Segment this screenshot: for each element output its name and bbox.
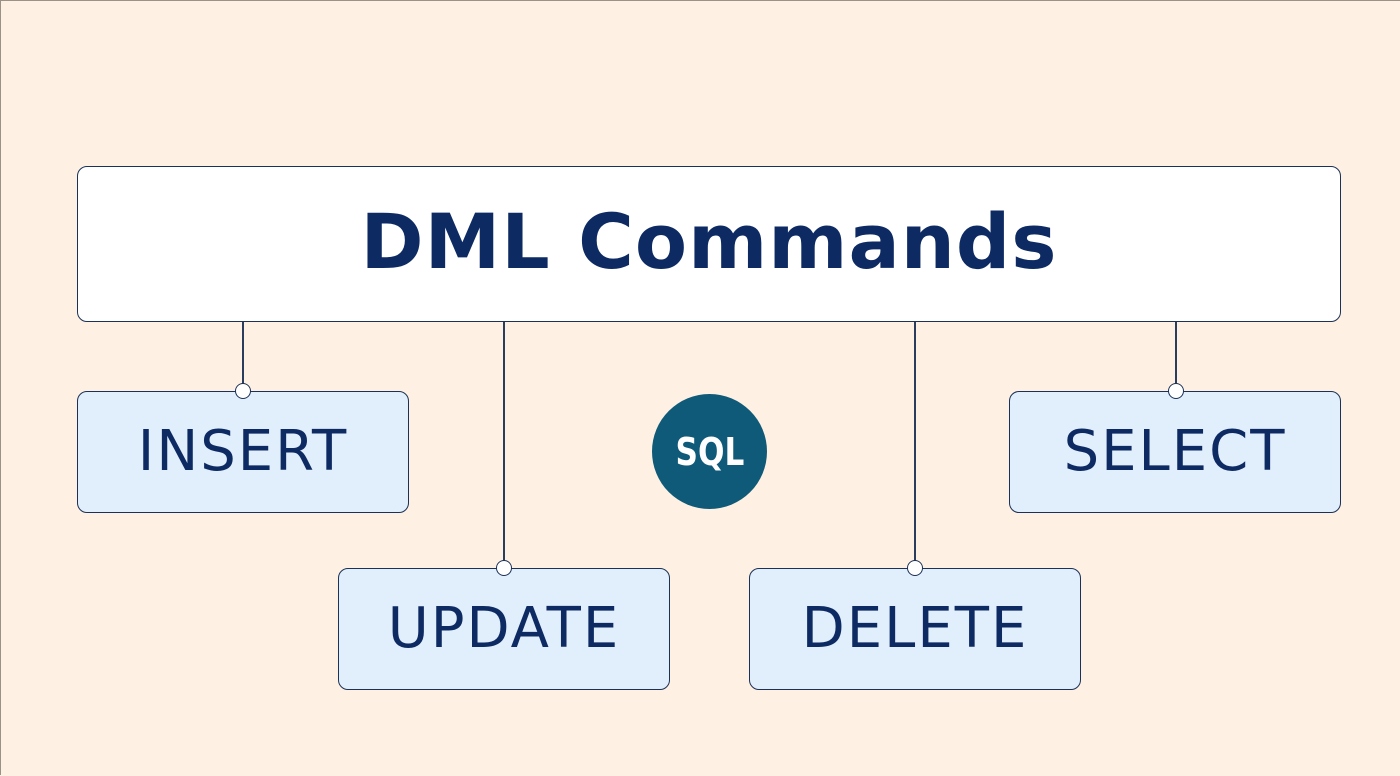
command-label-delete: DELETE [801,596,1029,661]
connector-update [503,322,505,568]
command-label-update: UPDATE [387,596,621,661]
command-box-update: UPDATE [338,568,670,690]
command-box-insert: INSERT [77,391,409,513]
connector-delete [914,322,916,568]
command-label-insert: INSERT [137,419,349,484]
diagram-title: DML Commands [360,197,1058,286]
command-box-select: SELECT [1009,391,1341,513]
connector-dot-delete [907,560,923,576]
sql-badge-label: SQL [675,429,744,474]
connector-dot-update [496,560,512,576]
command-box-delete: DELETE [749,568,1081,690]
sql-badge-icon: SQL [652,394,767,509]
connector-insert [242,322,244,391]
title-box: DML Commands [77,166,1341,322]
command-label-select: SELECT [1063,419,1287,484]
connector-dot-select [1168,383,1184,399]
connector-select [1175,322,1177,391]
connector-dot-insert [235,383,251,399]
